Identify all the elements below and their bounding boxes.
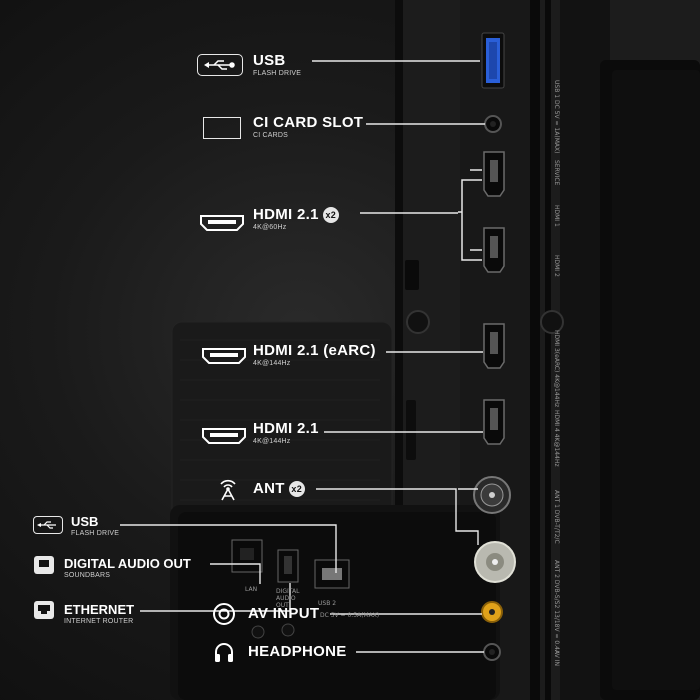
hdmi-144-label: HDMI 2.1 4K@144Hz xyxy=(253,420,319,446)
ant2-sub-text: DVB-S/S2 xyxy=(553,579,560,609)
hdmi3-sub-text: 4K@144Hz xyxy=(553,374,560,408)
hdmi-earc-title: HDMI 2.1 (eARC) xyxy=(253,342,376,359)
antenna-icon xyxy=(215,476,241,507)
av-in-silkscreen: AV IN xyxy=(553,650,560,666)
hdmi-144-sub: 4K@144Hz xyxy=(253,438,291,445)
hdmi-icon xyxy=(199,214,245,237)
hdmi-60-sub: 4K@60Hz xyxy=(253,224,287,232)
ant2-silkscreen: ANT 2 DVB-S/S2 13/18V = 0.4A xyxy=(553,560,560,654)
usb-icon xyxy=(33,516,63,534)
ethernet-icon xyxy=(34,601,54,619)
ethernet-label: ETHERNET INTERNET ROUTER xyxy=(64,602,134,626)
usb1-power-text: DC 5V = 1A(MAX) xyxy=(553,99,560,154)
digital-audio-silkscreen: DIGITAL AUDIO OUT xyxy=(276,588,300,609)
ethernet-sub: INTERNET ROUTER xyxy=(64,618,134,625)
usb2-power-silkscreen: DC 5V = 0.5A(MAX) xyxy=(320,612,380,619)
hdmi4-silkscreen: HDMI 4 4K@144Hz xyxy=(553,410,560,467)
headphone-label: HEADPHONE xyxy=(248,643,347,660)
ant1-silkscreen: ANT 1 DVB-T/T2/C xyxy=(553,490,560,544)
ci-slot-label: CI CARD SLOT CI CARDS xyxy=(253,114,363,140)
lan-silkscreen: LAN xyxy=(245,586,258,593)
ant1-sub-text: DVB-T/T2/C xyxy=(553,509,560,544)
ci-slot-title: CI CARD SLOT xyxy=(253,114,364,131)
hdmi-icon xyxy=(201,347,247,370)
hdmi3-text: HDMI 3(eARC) xyxy=(553,330,560,373)
usb1-silkscreen: USB 1 DC 5V = 1A(MAX) xyxy=(553,80,560,153)
hdmi2-silkscreen: HDMI 2 xyxy=(553,255,560,277)
ant-title: ANT xyxy=(253,480,285,497)
av-input-label: AV INPUT xyxy=(248,605,319,622)
hdmi4-text: HDMI 4 xyxy=(553,410,560,432)
headphone-title: HEADPHONE xyxy=(248,643,347,660)
ant1-text: ANT 1 xyxy=(553,490,560,508)
usb-top-label: USB FLASH DRIVE xyxy=(253,52,301,78)
ant2-power-text: 13/18V = 0.4A xyxy=(553,610,560,655)
optical-audio-icon xyxy=(34,556,54,574)
hdmi1-silkscreen: HDMI 1 xyxy=(553,205,560,227)
digital-audio-title: DIGITAL AUDIO OUT xyxy=(64,556,191,571)
ci-slot-sub: CI CARDS xyxy=(253,132,289,139)
av-input-icon xyxy=(212,602,236,631)
usb-bottom-label: USB FLASH DRIVE xyxy=(71,514,119,538)
av-input-title: AV INPUT xyxy=(248,605,320,622)
hdmi-60-title: HDMI 2.1 xyxy=(253,206,319,223)
digital-audio-sub: SOUNDBARS xyxy=(64,572,111,579)
card-slot-icon xyxy=(203,117,241,139)
digital-audio-label: DIGITAL AUDIO OUT SOUNDBARS xyxy=(64,556,191,580)
hdmi4-sub-text: 4K@144Hz xyxy=(553,433,560,467)
usb-top-title: USB xyxy=(253,52,286,69)
ant-badge: x2 xyxy=(288,481,305,498)
headphone-icon xyxy=(212,640,236,669)
hdmi3-silkscreen: HDMI 3(eARC) 4K@144Hz xyxy=(553,330,560,407)
usb-bottom-title: USB xyxy=(71,514,99,529)
service-silkscreen: SERVICE xyxy=(553,160,560,186)
usb-top-sub: FLASH DRIVE xyxy=(253,70,302,77)
usb1-text: USB 1 xyxy=(553,80,560,99)
ethernet-title: ETHERNET xyxy=(64,602,135,617)
hdmi-earc-sub: 4K@144Hz xyxy=(253,360,291,367)
hdmi-icon xyxy=(201,427,247,450)
hdmi-60-badge: x2 xyxy=(322,207,339,224)
hdmi-earc-label: HDMI 2.1 (eARC) 4K@144Hz xyxy=(253,342,376,368)
usb-icon xyxy=(197,54,243,76)
usb2-silkscreen: USB 2 xyxy=(318,600,337,607)
ant2-text: ANT 2 xyxy=(553,560,560,578)
usb-bottom-sub: FLASH DRIVE xyxy=(71,530,120,537)
hdmi-144-title: HDMI 2.1 xyxy=(253,420,319,437)
